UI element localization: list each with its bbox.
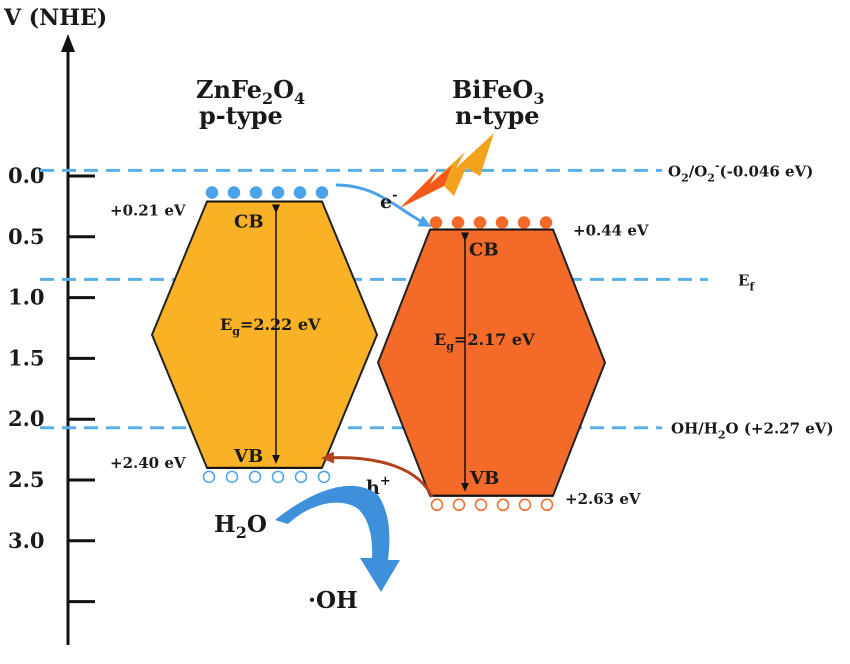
axis-tick-label: 1.0 [8, 285, 45, 310]
electron-dot [315, 186, 329, 199]
znfe2o4-formula: ZnFe2O4 [196, 75, 305, 108]
electron-dot [249, 186, 263, 199]
oxidation-arrow-icon [275, 485, 400, 592]
axis-tick-label: 2.0 [8, 406, 45, 431]
hole-circle [540, 498, 554, 512]
bifeo3-electrons [429, 216, 553, 229]
o2-reference-label: O2/O2-(-0.046 eV) [668, 159, 813, 184]
bifeo3-formula: BiFeO3 [452, 75, 544, 108]
axis-tick-label: 2.5 [8, 467, 45, 492]
hole-circle [496, 498, 510, 512]
electron-dot [451, 216, 465, 229]
electron-dot [227, 186, 241, 199]
bifeo3-gap-label: Eg=2.17 eV [434, 330, 535, 353]
bifeo3-vb-label: VB [469, 468, 499, 489]
electron-dot [271, 186, 285, 199]
bifeo3-type: n-type [455, 101, 540, 130]
hole-circle [452, 498, 466, 512]
znfe2o4-cb-label: CB [234, 212, 264, 233]
znfe2o4-vb-label: VB [233, 446, 263, 467]
electron-dot [473, 216, 487, 229]
hole-circle [474, 498, 488, 512]
znfe2o4-gap-label: Eg=2.22 eV [220, 315, 321, 338]
bifeo3-cb-value: +0.44 eV [573, 222, 649, 240]
water-label: H2O [214, 511, 267, 542]
bifeo3-cb-label: CB [469, 240, 499, 261]
oh-reference-label: OH/H2O (+2.27 eV) [671, 420, 834, 442]
hole-circle [248, 470, 262, 484]
hole-circle [225, 470, 239, 484]
bifeo3-vb-value: +2.63 eV [565, 490, 641, 508]
light-bolt-shade-icon [400, 166, 452, 208]
electron-dot [429, 216, 443, 229]
electron-dot [495, 216, 509, 229]
hole-circle [202, 470, 216, 484]
znfe2o4-type: p-type [199, 101, 283, 130]
hole-circle [518, 498, 532, 512]
axis-tick-label: 3.0 [8, 528, 45, 553]
hole-circle [317, 470, 331, 484]
znfe2o4-cb-value: +0.21 eV [110, 202, 186, 220]
electron-dot [205, 186, 219, 199]
axis-title: V (NHE) [3, 5, 107, 31]
znfe2o4-vb-value: +2.40 eV [110, 454, 186, 472]
electron-dot [539, 216, 553, 229]
hole-transfer-arrow [321, 451, 434, 498]
hole-circle [430, 498, 444, 512]
bifeo3-band-hexagon [376, 228, 607, 497]
electron-dot [293, 186, 307, 199]
fermi-level-label: Ef [738, 271, 755, 293]
bifeo3-holes [430, 498, 554, 512]
znfe2o4-electrons [205, 186, 329, 199]
axis-tick-label: 1.5 [8, 345, 45, 370]
hole-circle [294, 470, 308, 484]
electron-label: e- [380, 188, 398, 213]
znfe2o4-holes [202, 470, 331, 484]
axis-tick-label: 0.0 [8, 163, 45, 188]
axis-tick-label: 0.5 [8, 224, 45, 249]
hydroxyl-radical-label: ·OH [308, 587, 358, 614]
potential-axis: V (NHE) 0.0 0.5 1.0 1.5 2.0 2.5 3.0 [3, 5, 107, 645]
electron-transfer-arrow [335, 183, 432, 227]
axis-ticks: 0.0 0.5 1.0 1.5 2.0 2.5 3.0 [8, 163, 95, 604]
hole-circle [271, 470, 285, 484]
electron-dot [517, 216, 531, 229]
axis-arrow-icon [61, 34, 75, 52]
